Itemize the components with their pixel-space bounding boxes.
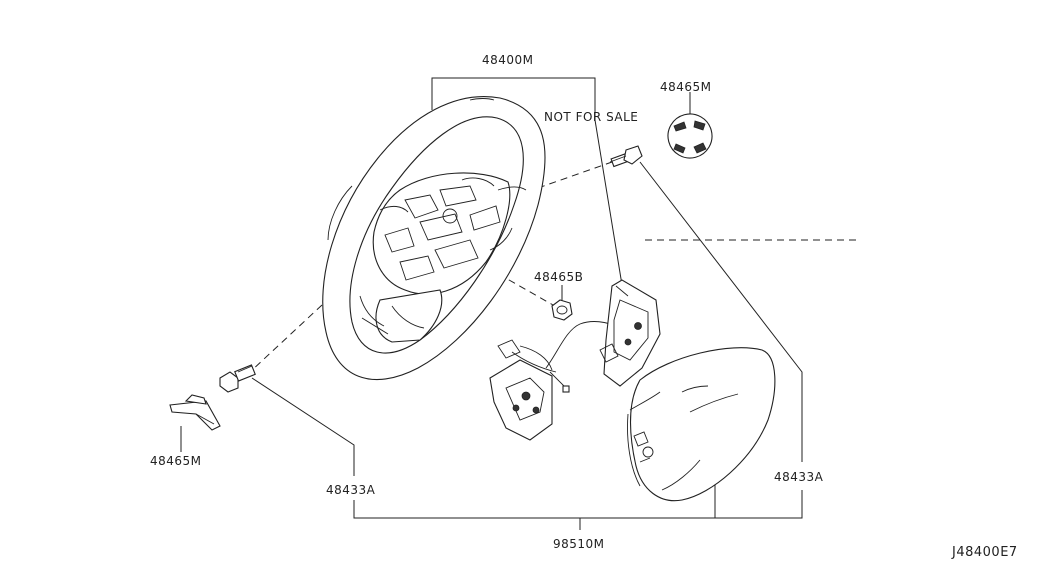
bolt-48433A-right [609,145,643,168]
label-diagram-code: J48400E7 [951,545,1018,560]
bolt-48433A-left [219,364,256,393]
airbag-module-98510M [627,347,776,502]
label-98510M: 98510M [553,537,605,551]
steering-wheel-48400M [322,96,546,381]
label-48465B: 48465B [534,270,583,284]
nut-48465B [551,299,573,321]
label-48433A-left: 48433A [326,483,376,497]
label-not-for-sale: NOT FOR SALE [544,110,638,124]
switch-assembly-left [489,321,625,441]
label-48400M: 48400M [482,53,534,67]
label-48465M-top: 48465M [660,80,712,94]
label-48433A-right: 48433A [774,470,824,484]
label-48465M-left: 48465M [150,454,202,468]
switch-assembly-right [599,279,661,387]
labels: 48400M NOT FOR SALE 48465M 48465B 48465M… [150,53,1018,560]
ornament-48465M-top [667,113,713,159]
ornament-48465M-left [169,394,221,431]
